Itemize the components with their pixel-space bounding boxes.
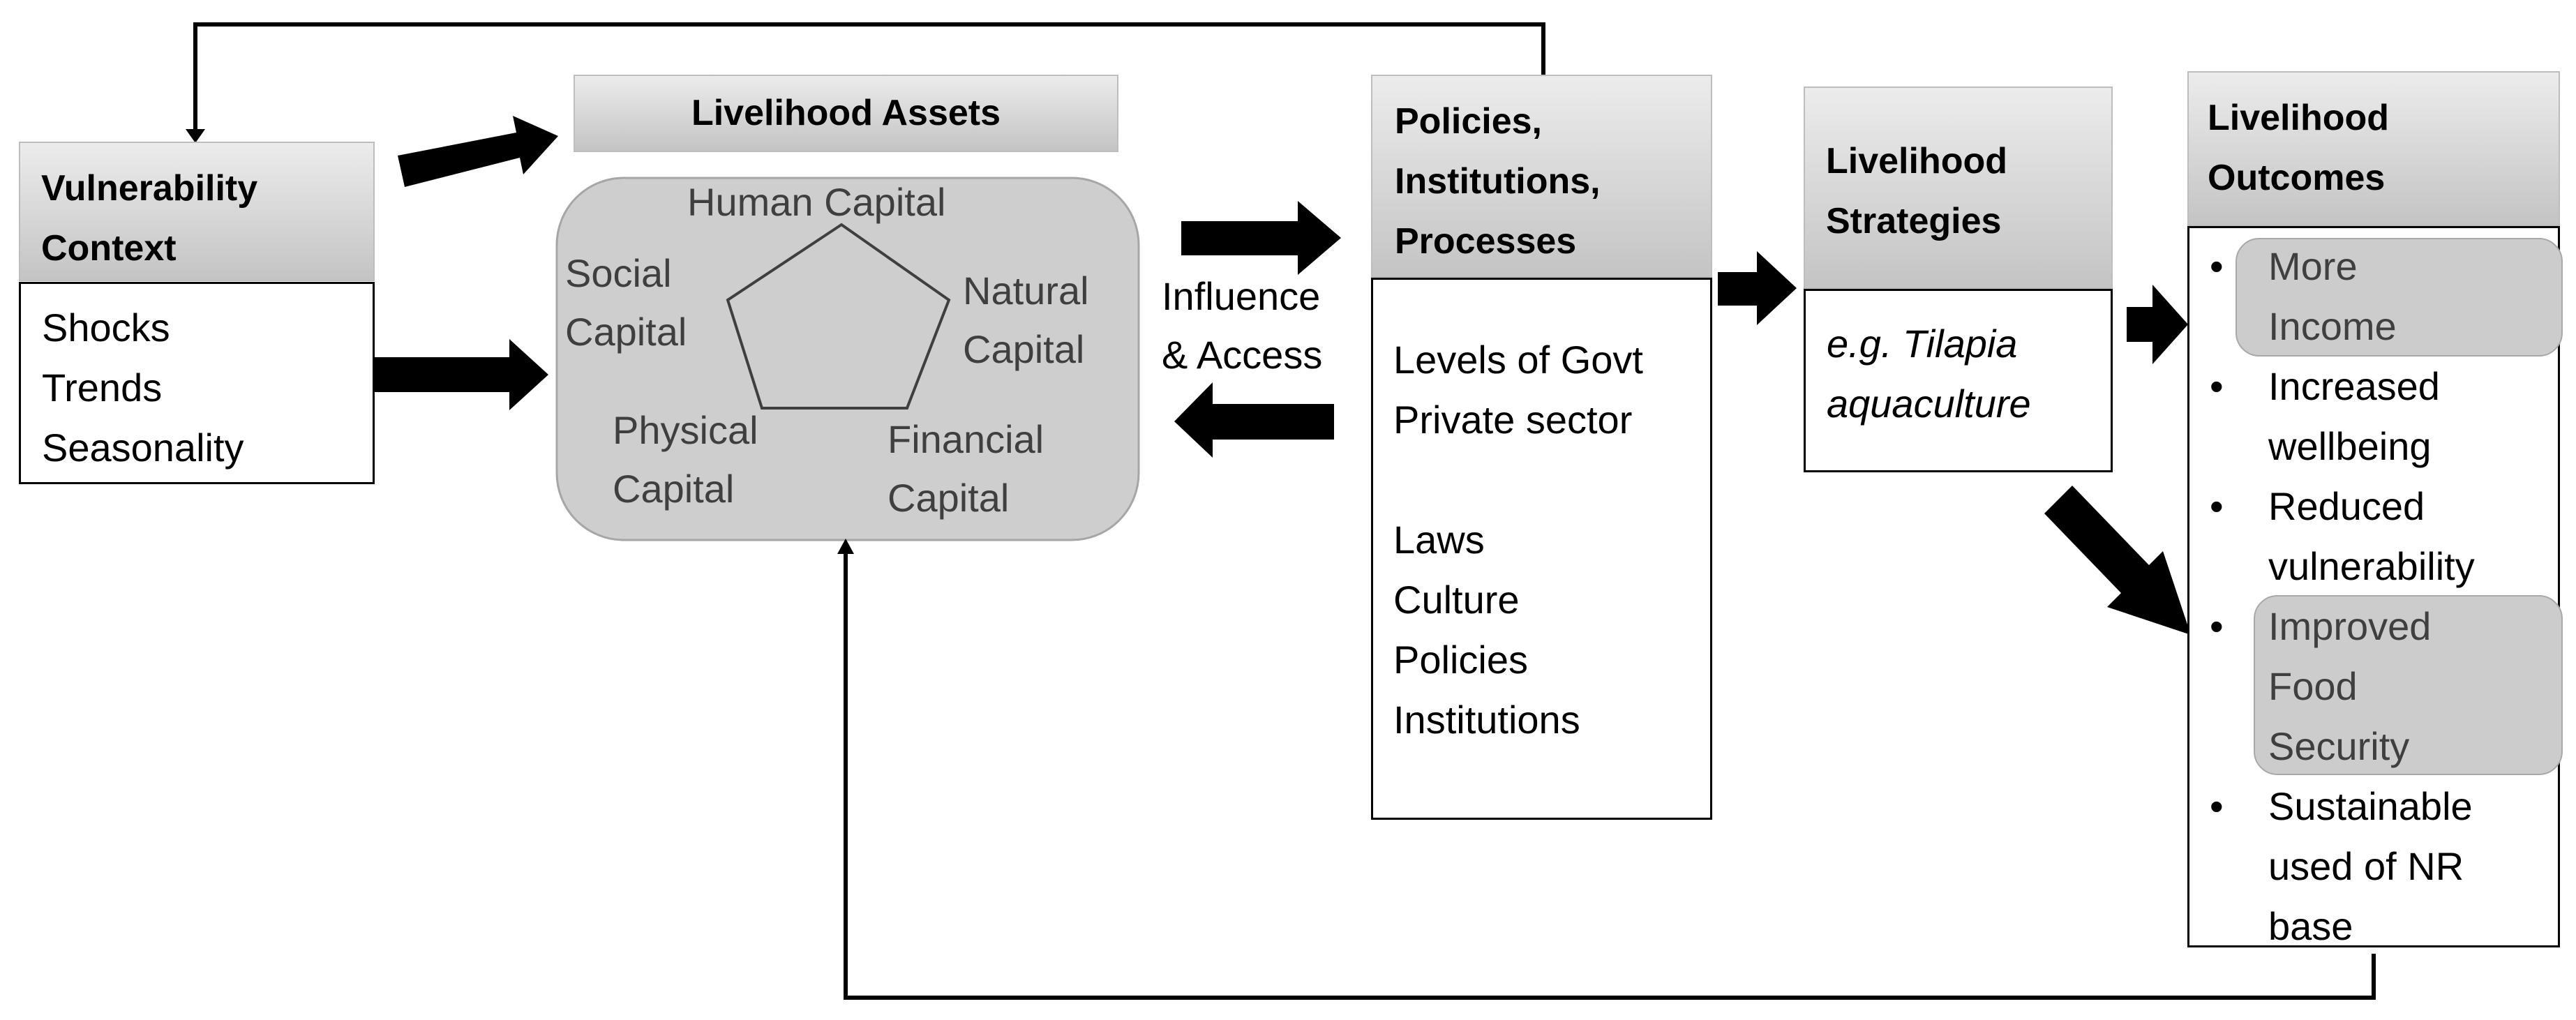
feedback-arrowhead-bottom — [837, 539, 854, 554]
strategies-header-line-1: Livelihood — [1826, 141, 2007, 181]
asset-financial-line-1: Financial — [888, 417, 1044, 461]
strategies-example-line-1: e.g. Tilapia — [1827, 322, 2018, 366]
bullet-icon: • — [2210, 364, 2224, 408]
asset-natural-line-2: Capital — [963, 327, 1085, 371]
livelihood-assets-panel — [555, 177, 1140, 541]
policies-govt: Levels of Govt — [1393, 338, 1643, 382]
strategies-header-line-2: Strategies — [1826, 201, 2002, 241]
arrow-policies-to-assets — [1174, 382, 1334, 458]
outcome-line: wellbeing — [2268, 424, 2432, 468]
outcome-line: base — [2268, 904, 2353, 948]
asset-physical-line-1: Physical — [613, 408, 758, 452]
outcome-increased-wellbeing: • Increased wellbeing — [2189, 357, 2559, 477]
arrow-policies-to-strategies — [1718, 251, 1797, 325]
strategies-header: Livelihood Strategies — [1804, 87, 2113, 289]
outcome-line: Sustainable — [2268, 784, 2473, 828]
outcomes-header: Livelihood Outcomes — [2187, 71, 2560, 226]
vulnerability-item-shocks: Shocks — [42, 306, 170, 350]
asset-physical-capital: Physical Capital — [613, 401, 758, 518]
influence-line-1: Influence — [1162, 274, 1321, 318]
vulnerability-item-trends: Trends — [42, 366, 163, 410]
policies-header-line-2: Institutions, — [1395, 161, 1601, 202]
asset-financial-line-2: Capital — [888, 476, 1010, 520]
vulnerability-header-line-1: Vulnerability — [41, 168, 258, 209]
policies-laws: Laws — [1393, 518, 1485, 562]
vulnerability-context-header: Vulnerability Context — [19, 142, 375, 281]
policies-culture: Culture — [1393, 578, 1520, 622]
vulnerability-item-seasonality: Seasonality — [42, 426, 244, 470]
policies-box: Levels of Govt Private sector Laws Cultu… — [1371, 278, 1712, 820]
arrow-vulnerability-to-assets — [374, 339, 548, 410]
asset-natural-capital: Natural Capital — [963, 262, 1089, 379]
outcomes-header-line-2: Outcomes — [2208, 158, 2386, 198]
bullet-icon: • — [2210, 784, 2224, 828]
arrow-vulnerability-to-assets-header — [398, 116, 558, 187]
asset-financial-capital: Financial Capital — [888, 410, 1044, 527]
outcomes-header-line-1: Livelihood — [2208, 98, 2389, 138]
policies-private-sector: Private sector — [1393, 398, 1633, 442]
strategies-box: e.g. Tilapia aquaculture — [1804, 289, 2113, 472]
asset-pentagon — [726, 223, 951, 410]
feedback-line-top — [193, 22, 1545, 136]
asset-social-capital: Social Capital — [565, 244, 687, 361]
influence-line-2: & Access — [1162, 333, 1323, 377]
policies-institutions: Institutions — [1393, 698, 1580, 742]
outcomes-box: • More Income • Increased wellbeing • Re… — [2187, 226, 2563, 948]
outcome-line: More — [2268, 244, 2358, 288]
arrow-strategies-to-outcomes-diagonal — [2044, 486, 2191, 635]
asset-human-capital: Human Capital — [687, 180, 946, 224]
feedback-line-bottom — [844, 547, 2376, 1000]
livelihood-assets-title: Livelihood Assets — [691, 93, 1001, 133]
outcome-line: Food — [2268, 664, 2358, 708]
policies-header-line-3: Processes — [1395, 221, 1577, 262]
strategies-example-line-2: aquaculture — [1827, 382, 2031, 426]
vulnerability-header-line-2: Context — [41, 228, 177, 269]
outcome-sustainable-nr: • Sustainable used of NR base — [2189, 777, 2559, 957]
outcome-reduced-vulnerability: • Reduced vulnerability — [2189, 477, 2559, 597]
outcome-line: used of NR — [2268, 844, 2464, 888]
outcome-line: vulnerability — [2268, 544, 2475, 588]
outcomes-list: • More Income • Increased wellbeing • Re… — [2189, 237, 2559, 957]
outcome-more-income: • More Income — [2189, 237, 2559, 357]
policies-header-line-1: Policies, — [1395, 101, 1542, 142]
outcome-line: Improved — [2268, 604, 2432, 648]
livelihood-assets-header: Livelihood Assets — [574, 75, 1118, 152]
outcome-line: Income — [2268, 304, 2397, 348]
arrow-assets-to-policies — [1181, 201, 1341, 275]
feedback-arrowhead-top — [186, 129, 205, 143]
policies-policies: Policies — [1393, 638, 1528, 682]
outcome-line: Increased — [2268, 364, 2440, 408]
policies-header: Policies, Institutions, Processes — [1371, 75, 1712, 278]
asset-social-line-1: Social — [565, 251, 672, 295]
asset-natural-line-1: Natural — [963, 269, 1089, 313]
outcome-line: Reduced — [2268, 484, 2425, 528]
bullet-icon: • — [2210, 484, 2224, 528]
asset-physical-line-2: Capital — [613, 467, 735, 511]
outcome-improved-food-security: • Improved Food Security — [2189, 597, 2559, 777]
arrow-strategies-to-outcomes — [2127, 285, 2188, 364]
highlight-improved-food-security — [2254, 595, 2563, 775]
highlight-more-income — [2236, 238, 2563, 357]
outcome-line: Security — [2268, 724, 2410, 768]
asset-social-line-2: Capital — [565, 310, 687, 354]
vulnerability-context-box: Shocks Trends Seasonality — [19, 282, 375, 484]
influence-access-label: Influence & Access — [1162, 267, 1322, 384]
bullet-icon: • — [2210, 604, 2224, 648]
bullet-icon: • — [2210, 244, 2224, 288]
